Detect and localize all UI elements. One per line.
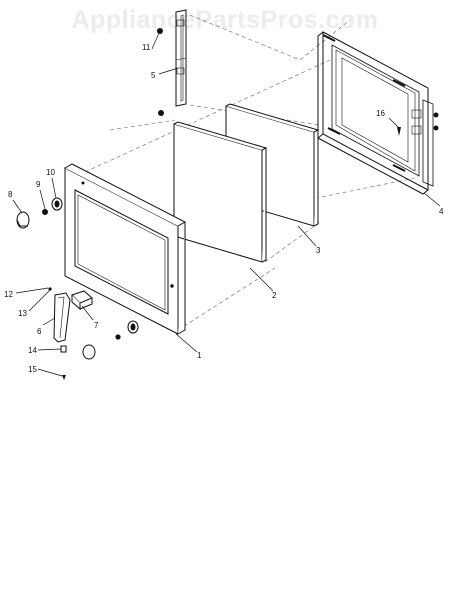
screw-11-icon [157,28,163,34]
front-glass-panel [173,121,268,263]
handle-6-icon [53,292,71,343]
handle-endcap-8-icon [16,211,30,229]
callout-14: 14 [28,346,37,355]
screw-13-icon [48,287,52,291]
door-inner-frame [317,31,439,195]
callout-7: 7 [94,321,99,330]
handle-bracket-7-icon [71,290,93,311]
callout-5: 5 [151,71,156,80]
screw-15-icon [62,375,66,380]
washer-10-icon [51,197,63,211]
callout-13: 13 [18,309,27,318]
callout-4: 4 [439,207,444,216]
callout-8: 8 [8,190,13,199]
callout-6: 6 [37,327,42,336]
callout-16: 16 [376,109,385,118]
callout-9: 9 [36,180,41,189]
screw-lower-icon [158,110,164,116]
outer-door [64,163,187,335]
callout-2: 2 [272,291,277,300]
screw-16-icon [397,127,401,136]
callout-10: 10 [46,168,55,177]
spacer-14-icon [60,345,67,353]
callout-15: 15 [28,365,37,374]
nut-9-icon [42,209,48,215]
callout-11: 11 [142,43,151,52]
nut-lower-icon [115,334,121,340]
callout-3: 3 [316,246,321,255]
leader-lines [12,32,441,377]
handle-endcap-lower-icon [82,344,96,360]
hinge-bracket [175,9,187,107]
washer-lower-icon [127,320,139,334]
callout-1: 1 [197,351,202,360]
callout-12: 12 [4,290,13,299]
callout-labels: 1 2 3 4 5 6 7 8 9 10 11 12 13 14 15 16 [4,43,444,374]
